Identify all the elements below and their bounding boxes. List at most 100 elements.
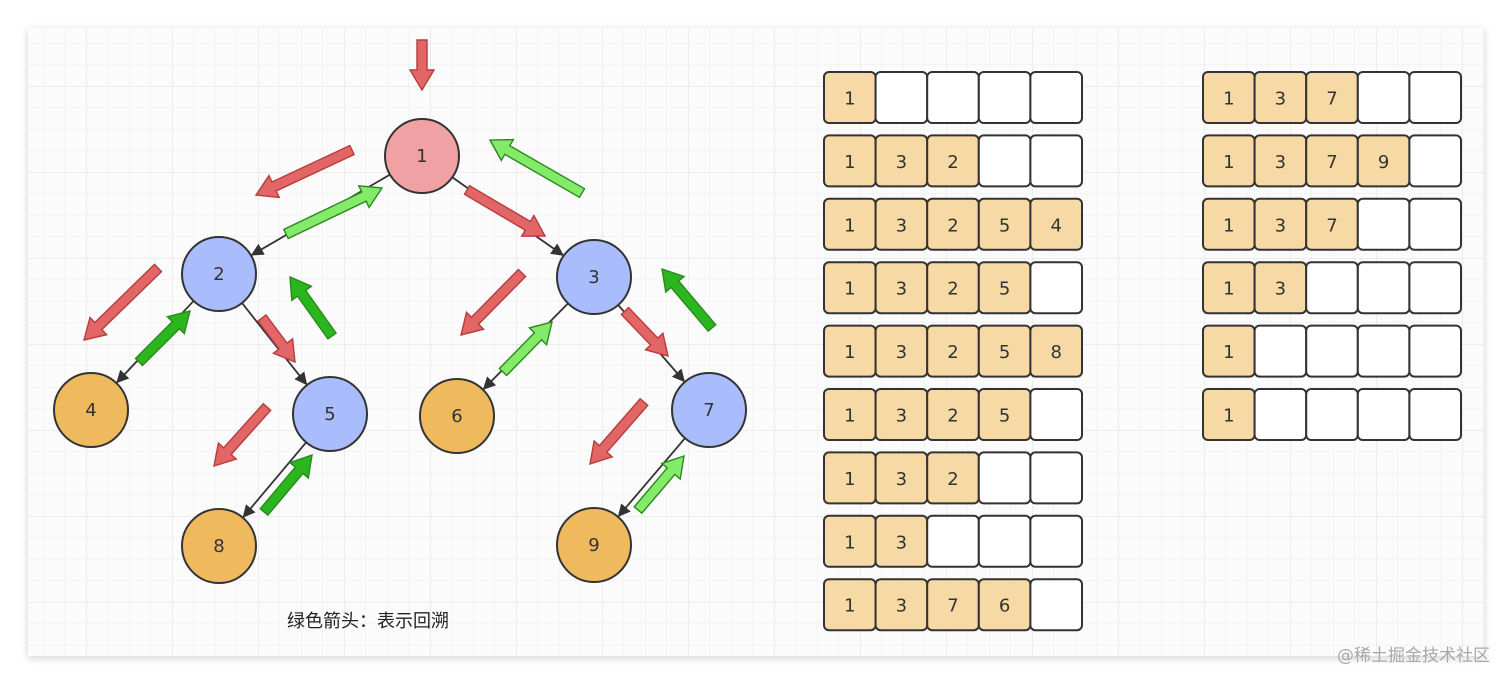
tree-node-1: 1: [384, 118, 460, 194]
array-cell-value: 8: [1050, 342, 1061, 363]
path-array-left-row-5: 1 3 2 5 8: [823, 324, 1084, 378]
array-cell-value: 7: [1326, 89, 1337, 110]
tree-node-label: 3: [588, 267, 599, 288]
forward-arrow-2-5: [257, 314, 296, 364]
array-cell-value: 3: [1275, 152, 1286, 173]
tree-node-2: 2: [181, 236, 257, 312]
array-cell-empty: [1029, 261, 1084, 315]
tree-node-circle: [556, 239, 632, 315]
tree-node-circle: [53, 372, 129, 448]
array-cell-value: 3: [896, 469, 907, 490]
path-array-left-row-6: 1 3 2 5: [823, 388, 1084, 441]
array-cell-empty: [1356, 71, 1411, 124]
array-cell-value: 1: [1223, 342, 1234, 363]
array-cell-empty: [977, 451, 1032, 505]
tree-node-circle: [181, 508, 257, 584]
backtrack-arrow-7-3: [661, 267, 717, 333]
array-cell-empty: [1408, 261, 1463, 315]
tree-node-label: 4: [85, 400, 96, 421]
array-cell-filled: [1029, 324, 1084, 378]
array-cell-empty: [1408, 324, 1463, 378]
array-cell-empty: [1408, 388, 1463, 441]
traversal-arrows: [83, 39, 717, 517]
array-cell-value: 3: [896, 342, 907, 363]
array-cell-value: 3: [896, 596, 907, 617]
tree-edge-7-9: [617, 437, 686, 518]
array-cell-empty: [1408, 197, 1463, 251]
tree-node-label: 5: [324, 404, 335, 425]
array-cell-empty: [1305, 324, 1359, 378]
tree-node-6: 6: [419, 378, 495, 454]
array-cell-value: 1: [844, 279, 855, 300]
array-cell-value: 3: [896, 215, 907, 236]
array-cell-empty: [1356, 261, 1411, 315]
array-cell-value: 3: [896, 152, 907, 173]
array-cell-value: 1: [1223, 279, 1234, 300]
backtrack-arrow-4-2: [134, 310, 191, 367]
array-cell-empty: [926, 71, 980, 124]
tree-node-circle: [671, 372, 747, 448]
array-cell-value: 3: [896, 406, 907, 427]
array-cell-value: 7: [947, 596, 958, 617]
tree-node-4: 4: [53, 372, 129, 448]
array-cell-value: 5: [999, 342, 1010, 363]
array-cell-empty: [1029, 388, 1084, 441]
backtrack-arrow-6-3: [498, 321, 553, 377]
array-cell-filled: [1029, 197, 1084, 251]
entry-arrow: [408, 39, 436, 92]
array-cell-empty: [926, 514, 980, 568]
tree-node-9: 9: [556, 507, 632, 583]
array-cell-empty: [1356, 388, 1411, 441]
tree-node-label: 2: [213, 264, 224, 285]
array-cell-empty: [1356, 197, 1411, 251]
tree-node-5: 5: [292, 376, 368, 452]
path-array-right-row-6: 1: [1202, 388, 1463, 441]
array-cell-value: 7: [1326, 152, 1337, 173]
forward-arrow-2-4: [83, 263, 163, 341]
array-cell-value: 1: [844, 152, 855, 173]
array-cell-value: 5: [999, 406, 1010, 427]
array-cell-empty: [1029, 71, 1084, 124]
array-cell-empty: [1253, 388, 1308, 441]
backtrack-arrow-8-5: [259, 453, 313, 517]
array-cell-value: 1: [1223, 406, 1234, 427]
path-array-right-row-5: 1: [1202, 324, 1463, 378]
tree-edge-5-8: [242, 441, 307, 518]
forward-arrow-1-2: [254, 144, 356, 199]
array-cell-value: 2: [947, 342, 958, 363]
array-cell-value: 1: [844, 342, 855, 363]
array-cell-value: 1: [1223, 215, 1234, 236]
forward-arrow-3-6: [460, 268, 527, 336]
tree-node-circle: [556, 507, 632, 583]
array-cell-empty: [1408, 134, 1463, 188]
backtrack-arrow-9-7: [633, 454, 685, 515]
array-cell-value: 3: [1275, 215, 1286, 236]
array-cell-value: 1: [844, 89, 855, 110]
watermark-text: @稀土掘金技术社区: [1337, 646, 1490, 666]
tree-node-circle: [384, 118, 460, 194]
array-cell-empty: [1029, 451, 1084, 505]
tree-node-label: 7: [703, 400, 714, 421]
array-cell-empty: [1029, 578, 1084, 632]
array-cell-value: 2: [947, 406, 958, 427]
tree-node-label: 9: [588, 535, 599, 556]
array-cell-value: 1: [1223, 152, 1234, 173]
tree-node-8: 8: [181, 508, 257, 584]
backtrack-arrow-3-1: [488, 138, 586, 199]
forward-arrow-5-8: [213, 402, 272, 468]
array-cell-value: 3: [1275, 89, 1286, 110]
array-cell-value: 1: [844, 406, 855, 427]
tree-node-label: 8: [213, 536, 224, 557]
array-cell-value: 3: [1275, 279, 1286, 300]
array-cell-empty: [977, 134, 1032, 188]
legend-caption: 绿色箭头：表示回溯: [287, 611, 449, 632]
